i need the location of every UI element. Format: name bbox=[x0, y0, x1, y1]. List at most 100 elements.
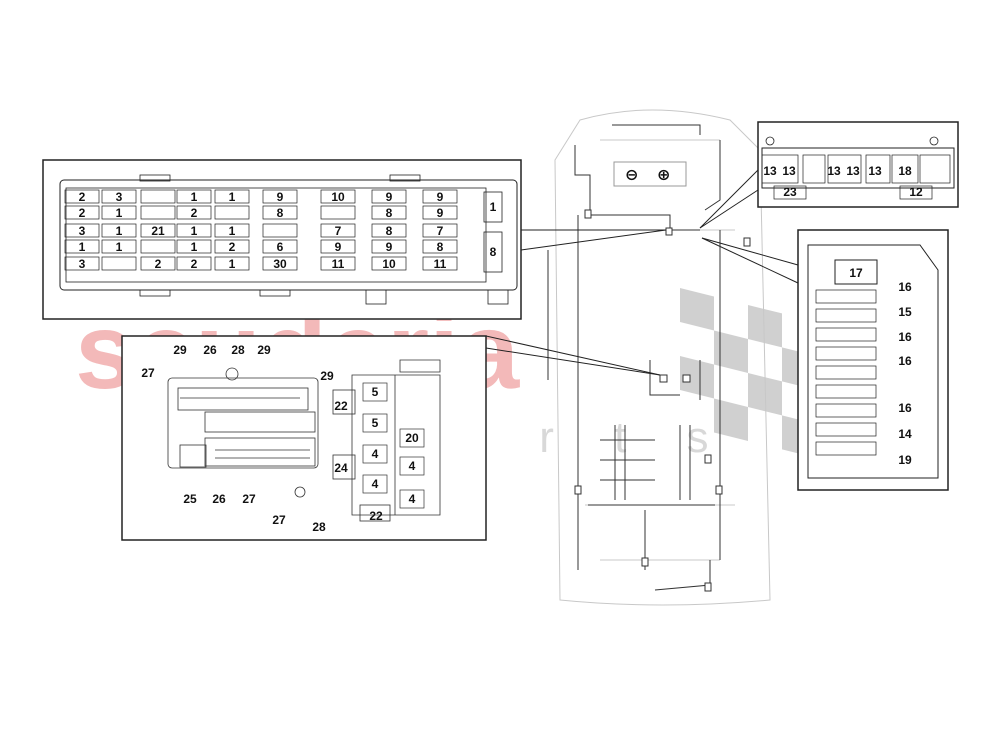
control-unit-label: 26 bbox=[203, 343, 217, 357]
control-unit-label: 27 bbox=[272, 513, 286, 527]
relay-label: 13 bbox=[763, 164, 777, 178]
control-unit-label: 28 bbox=[231, 343, 245, 357]
fuse-slot bbox=[64, 223, 100, 238]
fuse-slot bbox=[140, 205, 176, 220]
fuse-label: 8 bbox=[437, 240, 444, 254]
fuse-slot bbox=[64, 239, 100, 254]
fuse-slot bbox=[64, 256, 100, 271]
relay-bottom-label: 12 bbox=[909, 185, 923, 199]
fuse-slot bbox=[422, 239, 458, 254]
relay-socket bbox=[362, 444, 388, 464]
fuse-slot bbox=[140, 239, 176, 254]
fuse-slot bbox=[262, 223, 298, 238]
control-unit-label: 29 bbox=[173, 343, 187, 357]
control-unit-side-label: 24 bbox=[334, 461, 348, 475]
fuse-label: 1 bbox=[229, 257, 236, 271]
control-unit-relay-label: 5 bbox=[372, 385, 379, 399]
control-unit-relay-label: 5 bbox=[372, 416, 379, 430]
fuse-label: 2 bbox=[79, 206, 86, 220]
panel-label: 16 bbox=[898, 280, 912, 294]
relay-label: 13 bbox=[782, 164, 796, 178]
relay-socket bbox=[362, 413, 388, 433]
relay-bottom-slot bbox=[899, 185, 933, 200]
fuse-slot bbox=[214, 205, 250, 220]
fuse-slot bbox=[371, 239, 407, 254]
fuse-label: 21 bbox=[151, 224, 165, 238]
fuse-label: 2 bbox=[191, 206, 198, 220]
fuse-slot bbox=[320, 223, 356, 238]
battery-negative-icon: ⊖ bbox=[625, 167, 638, 184]
fuse-label: 3 bbox=[79, 257, 86, 271]
fuse-slot bbox=[262, 205, 298, 220]
fuse-side-label: 8 bbox=[490, 245, 497, 259]
panel-slot bbox=[815, 327, 877, 342]
relay-label: 13 bbox=[846, 164, 860, 178]
panel-label: 15 bbox=[898, 305, 912, 319]
relay-label: 13 bbox=[868, 164, 882, 178]
fuse-slot bbox=[422, 256, 458, 271]
fuse-side-slots: 18 bbox=[483, 191, 503, 273]
relay-cluster bbox=[332, 359, 441, 522]
control-unit-label: 25 bbox=[183, 492, 197, 506]
control-unit-label: 29 bbox=[257, 343, 271, 357]
fuse-slot bbox=[101, 256, 137, 271]
fuse-label: 9 bbox=[277, 190, 284, 204]
control-unit-relay-label: 20 bbox=[405, 431, 419, 445]
fuse-label: 11 bbox=[332, 257, 345, 271]
relay-slot bbox=[761, 154, 799, 184]
control-unit-label: 29 bbox=[320, 369, 334, 383]
fuse-label: 30 bbox=[273, 257, 287, 271]
fuse-label: 2 bbox=[229, 240, 236, 254]
fuse-slot bbox=[320, 239, 356, 254]
fuse-slot bbox=[214, 223, 250, 238]
relay-socket bbox=[362, 474, 388, 494]
panel-slot bbox=[815, 422, 877, 437]
fuse-label: 3 bbox=[79, 224, 86, 238]
relay-box: 13 13 13 13 13 18 23 12 bbox=[757, 121, 959, 208]
fuse-label: 7 bbox=[437, 224, 444, 238]
panel-slot bbox=[815, 308, 877, 323]
fuse-slot bbox=[214, 189, 250, 204]
panel-label: 16 bbox=[898, 330, 912, 344]
fuse-label: 6 bbox=[277, 240, 284, 254]
relay-label: 18 bbox=[898, 164, 912, 178]
panel-label: 16 bbox=[898, 401, 912, 415]
panel-slot bbox=[815, 384, 877, 399]
fuse-label: 1 bbox=[191, 190, 198, 204]
relay-socket bbox=[399, 428, 425, 448]
relay-slots: 13 13 13 13 13 18 bbox=[761, 154, 951, 184]
relay-slot bbox=[891, 154, 919, 184]
fuse-side-label: 1 bbox=[490, 200, 497, 214]
control-unit-side-label: 22 bbox=[369, 509, 383, 523]
fuse-slot bbox=[64, 189, 100, 204]
fuse-slot bbox=[101, 189, 137, 204]
fuse-slot bbox=[422, 223, 458, 238]
relay-box-frame bbox=[757, 121, 959, 208]
control-unit-label: 28 bbox=[312, 520, 326, 534]
panel-label: 19 bbox=[898, 453, 912, 467]
control-unit-relay-label: 4 bbox=[409, 492, 416, 506]
fuse-label: 1 bbox=[229, 190, 236, 204]
relay-bottom-slot bbox=[773, 185, 807, 200]
fuse-label: 8 bbox=[277, 206, 284, 220]
relay-label: 13 bbox=[827, 164, 841, 178]
fuse-label: 1 bbox=[116, 224, 123, 238]
fuse-slot bbox=[371, 223, 407, 238]
fuse-label: 10 bbox=[382, 257, 396, 271]
fuse-slot bbox=[320, 205, 356, 220]
main-fuse-box-frame bbox=[42, 159, 522, 320]
fuse-label: 8 bbox=[386, 224, 393, 238]
relay-bottom-label: 23 bbox=[783, 185, 797, 199]
relay-socket bbox=[399, 489, 425, 509]
fuse-slot bbox=[176, 223, 212, 238]
control-unit-relay-label: 4 bbox=[372, 477, 379, 491]
fuse-slot bbox=[64, 205, 100, 220]
control-unit-label: 27 bbox=[242, 492, 256, 506]
fuse-slot bbox=[176, 239, 212, 254]
callout-lines bbox=[485, 169, 799, 376]
